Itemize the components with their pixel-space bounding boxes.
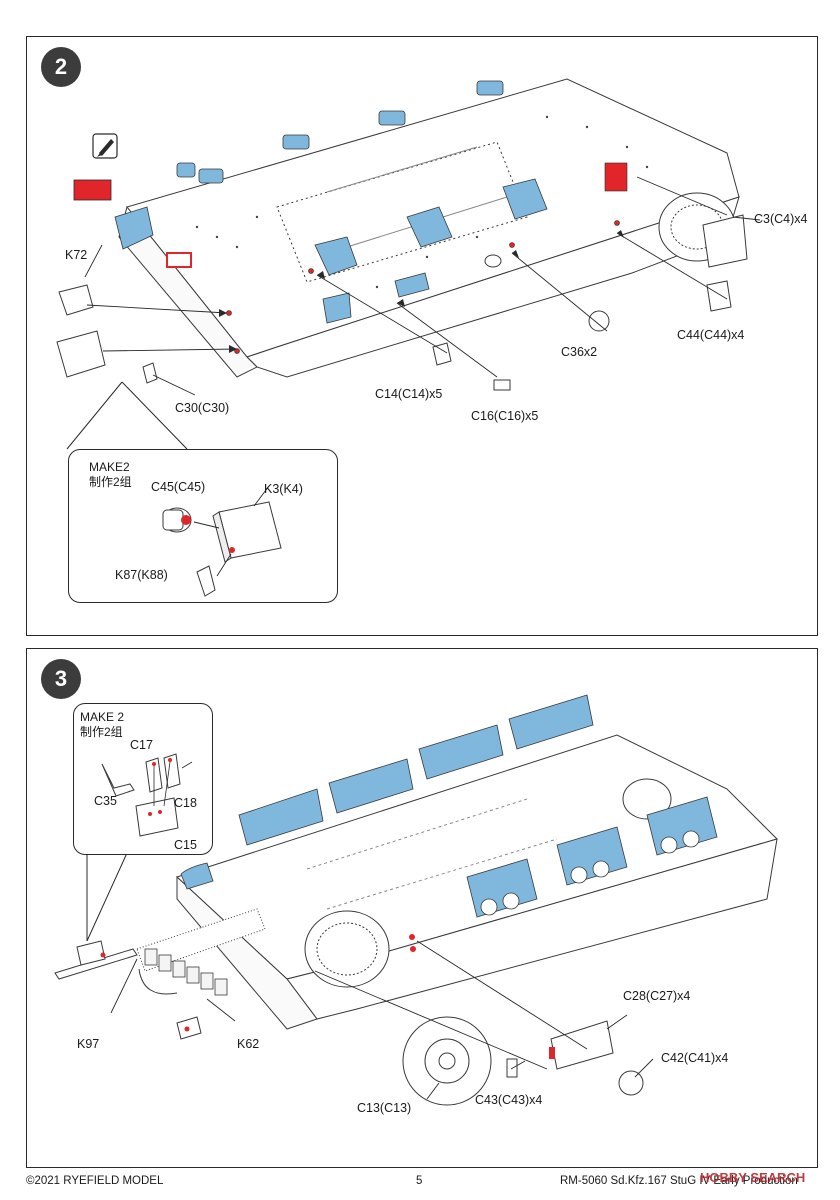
label-k62: K62 — [237, 1037, 260, 1051]
step-number-badge: 3 — [41, 659, 81, 699]
paint-swatch — [73, 179, 112, 201]
label-c30: C30(C30) — [175, 401, 230, 415]
subassembly-make2-box: MAKE2 制作2组 C45(C45) K3(K4) K87(K88) — [68, 449, 338, 603]
subassembly-drawing — [101, 753, 193, 837]
label-c16: C16(C16)x5 — [471, 409, 539, 423]
subassembly-title-en: MAKE 2 — [80, 710, 125, 724]
subassembly-make2-box: MAKE 2 制作2组 C17 C35 C18 C15 — [73, 703, 213, 855]
label-c14: C14(C14)x5 — [375, 387, 443, 401]
footer-page-number: 5 — [416, 1175, 423, 1187]
step-number-badge: 2 — [41, 47, 81, 87]
subassembly-title-en: MAKE2 — [89, 460, 130, 474]
label-c35: C35 — [94, 794, 117, 808]
label-c18: C18 — [174, 796, 197, 810]
step-3-panel: 3 — [26, 648, 818, 1168]
label-c36: C36x2 — [561, 345, 598, 359]
label-c28: C28(C27)x4 — [623, 989, 691, 1003]
label-c3: C3(C4)x4 — [754, 212, 808, 226]
label-c45: C45(C45) — [151, 480, 206, 494]
label-k97: K97 — [77, 1037, 100, 1051]
step-2-drawing — [56, 78, 761, 450]
subassembly-title-cn: 制作2组 — [89, 475, 132, 489]
footer-product: RM-5060 Sd.Kfz.167 StuG IV Early Product… — [560, 1175, 798, 1187]
label-c44: C44(C44)x4 — [677, 328, 745, 342]
label-c43: C43(C43)x4 — [475, 1093, 543, 1107]
label-c15: C15 — [174, 838, 197, 852]
label-k87: K87(K88) — [115, 568, 168, 582]
brush-icon — [92, 133, 118, 159]
label-k3: K3(K4) — [264, 482, 303, 496]
step-3-drawing — [54, 694, 778, 1106]
step-2-panel: 2 — [26, 36, 818, 636]
subassembly-title-cn: 制作2组 — [80, 725, 123, 739]
subassembly-drawing — [162, 485, 282, 597]
label-k72: K72 — [65, 248, 88, 262]
label-c13: C13(C13) — [357, 1101, 412, 1115]
label-c42: C42(C41)x4 — [661, 1051, 729, 1065]
watermark: HOBBY SEARCH — [700, 1170, 806, 1185]
label-c17: C17 — [130, 738, 153, 752]
footer-copyright: ©2021 RYEFIELD MODEL — [26, 1175, 164, 1187]
